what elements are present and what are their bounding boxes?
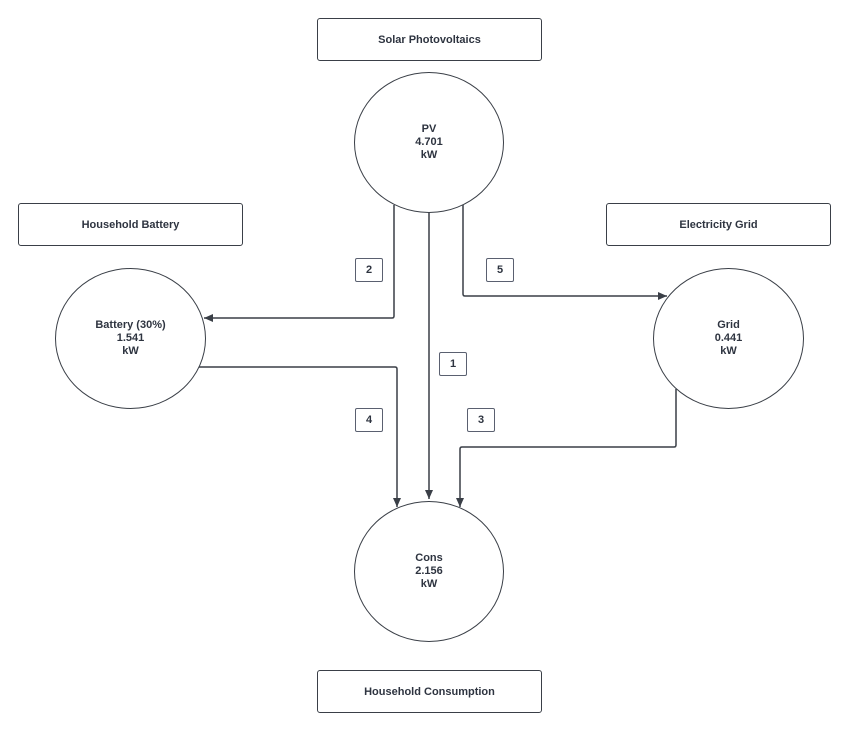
cons-node-value: 2.156 [415,565,443,577]
household-battery-label: Household Battery [18,203,243,246]
solar-photovoltaics-label: Solar Photovoltaics [317,18,542,61]
battery-node-value: 1.541 [116,332,145,344]
cons-node-unit: kW [420,578,438,590]
cons-node-name: Cons [415,552,443,564]
pv-node-value: 4.701 [415,136,443,148]
flow-badge-5: 5 [486,258,514,282]
grid-node-name: Grid [717,319,740,331]
flow-battery-to-cons [199,366,401,507]
household-consumption-label: Household Consumption [317,670,542,713]
flow-badge-1: 1 [439,352,467,376]
flow-badge-2: 2 [355,258,383,282]
flow-badge-3: 3 [467,408,495,432]
battery-node-name: Battery (30%) [95,319,166,331]
flow-pv-to-battery [204,205,395,322]
flow-pv-to-grid [462,205,667,300]
pv-node-unit: kW [420,149,438,161]
battery-node-unit: kW [122,345,139,357]
battery-node: Battery (30%) 1.541 kW [55,268,206,409]
electricity-grid-label: Electricity Grid [606,203,831,246]
pv-node-name: PV [421,123,437,135]
flow-badge-4: 4 [355,408,383,432]
flow-grid-to-cons [456,389,677,507]
grid-node-unit: kW [720,345,737,357]
grid-node: Grid 0.441 kW [653,268,804,409]
grid-node-value: 0.441 [714,332,743,344]
cons-node: Cons 2.156 kW [354,501,504,642]
pv-node: PV 4.701 kW [354,72,504,213]
